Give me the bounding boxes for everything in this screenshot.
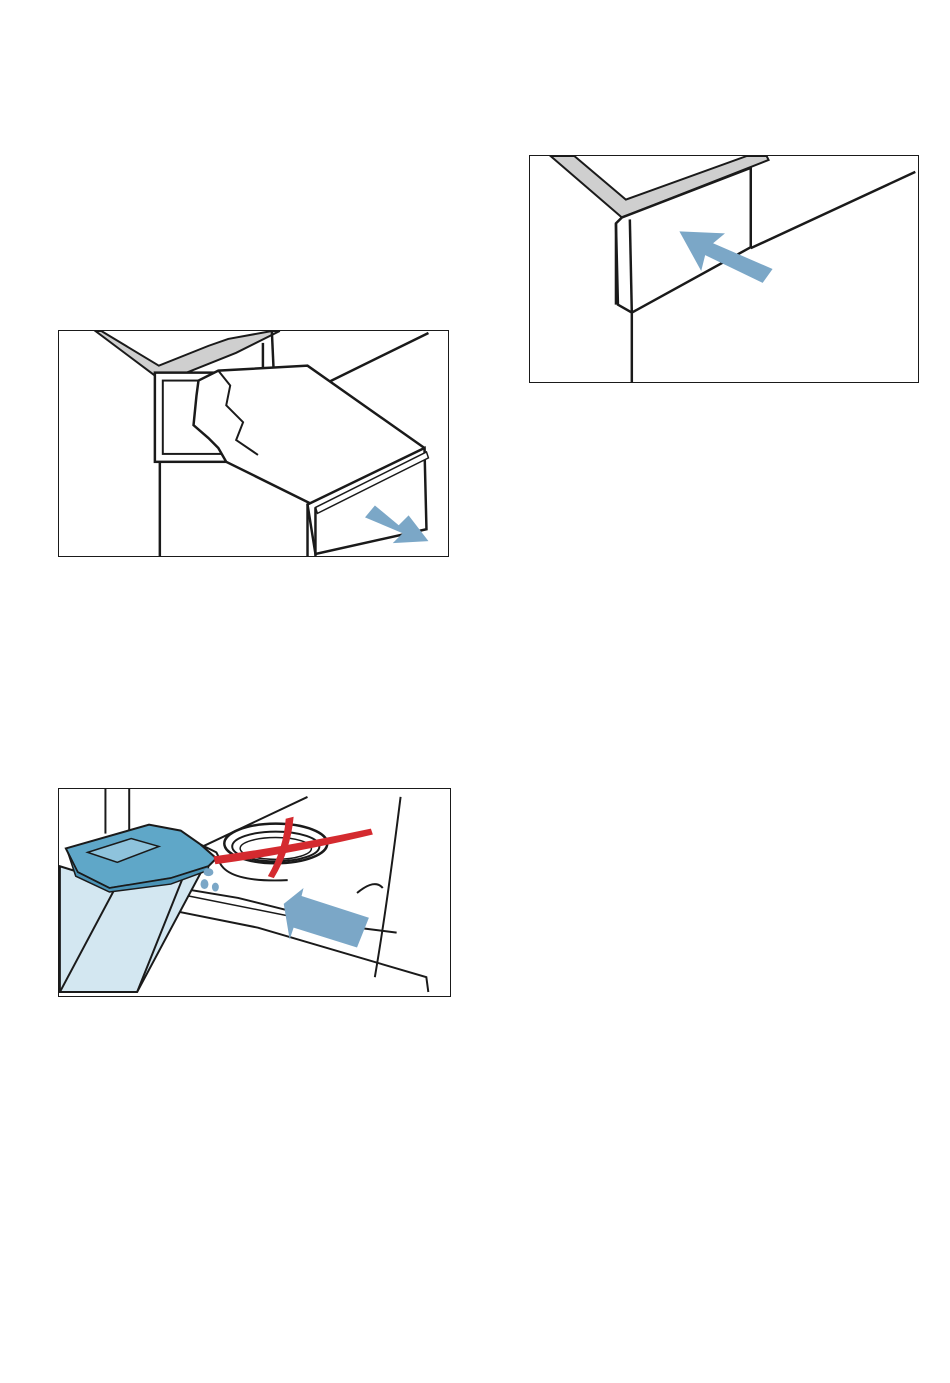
illustration-push-in-drawer bbox=[529, 155, 919, 383]
illustration-do-not-fill bbox=[58, 788, 451, 997]
illustration-pull-out-drawer bbox=[58, 330, 449, 557]
drawer-in-drawing bbox=[530, 156, 918, 382]
fill-drawing bbox=[59, 789, 450, 996]
container-lid bbox=[66, 825, 221, 892]
drawer-out-drawing bbox=[59, 331, 448, 556]
